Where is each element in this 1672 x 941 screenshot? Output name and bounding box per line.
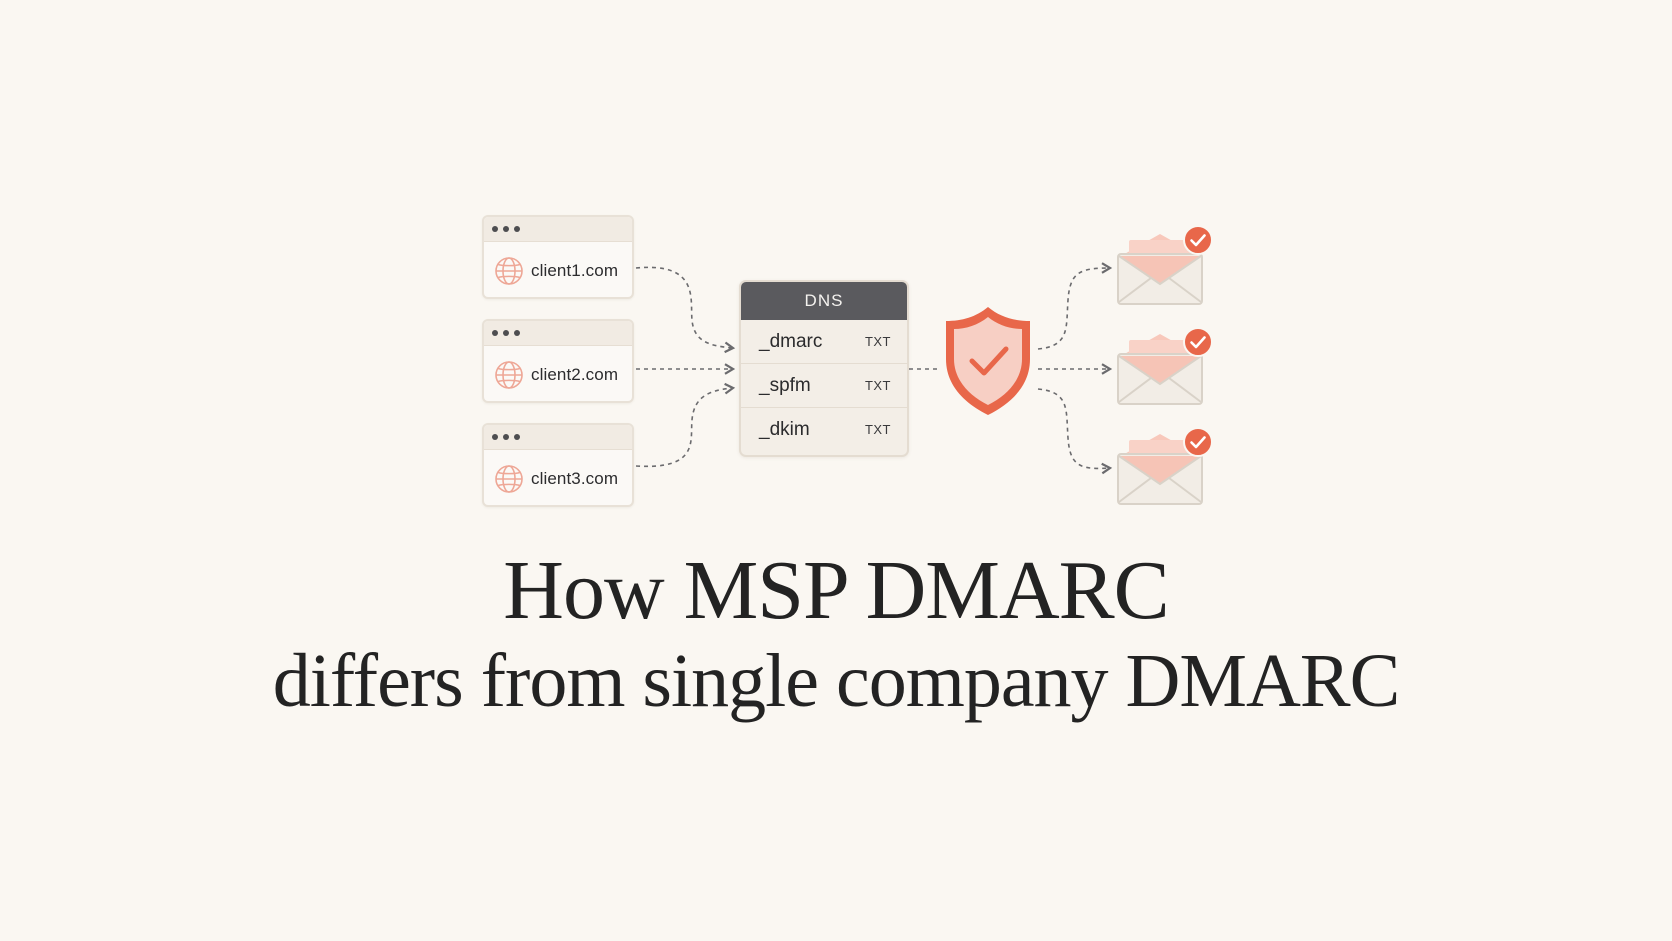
client-domain: client1.com (531, 261, 619, 280)
check-icon (1183, 427, 1213, 457)
window-dot (492, 330, 498, 336)
dns-record: _dkim TXT (741, 408, 907, 451)
window-dot (514, 434, 520, 440)
client-card-1: client1.com (482, 215, 634, 299)
window-dot (503, 434, 509, 440)
check-icon (1183, 327, 1213, 357)
globe-icon (495, 257, 523, 285)
window-titlebar (484, 217, 632, 242)
dns-record-type: TXT (864, 334, 891, 349)
connector-shield-envelope1 (1037, 262, 1113, 350)
headline: How MSP DMARC differs from single compan… (0, 545, 1672, 725)
window-dot (503, 226, 509, 232)
check-icon (1183, 225, 1213, 255)
dns-panel: DNS _dmarc TXT _spfm TXT _dkim TXT (739, 280, 909, 457)
connector-client1-dns (635, 266, 736, 354)
connector-client3-dns (635, 382, 736, 468)
client-domain: client3.com (531, 469, 619, 488)
dns-record-type: TXT (864, 378, 891, 393)
shield-check-icon (946, 307, 1030, 415)
headline-line-2: differs from single company DMARC (272, 639, 1401, 723)
headline-line-1: How MSP DMARC (503, 544, 1169, 637)
envelope-icon (1117, 234, 1203, 305)
dns-record: _spfm TXT (741, 364, 907, 408)
globe-icon (495, 361, 523, 389)
window-dot (492, 226, 498, 232)
window-titlebar (484, 425, 632, 450)
envelope-icon (1117, 434, 1203, 505)
globe-icon (495, 465, 523, 493)
window-dot (492, 434, 498, 440)
client-card-3: client3.com (482, 423, 634, 507)
envelope-icon (1117, 334, 1203, 405)
dns-record-name: _spfm (759, 374, 811, 396)
dns-record: _dmarc TXT (741, 320, 907, 364)
window-dot (503, 330, 509, 336)
dns-record-name: _dkim (759, 418, 810, 440)
window-dot (514, 330, 520, 336)
dns-panel-title: DNS (741, 282, 907, 320)
window-dot (514, 226, 520, 232)
connector-shield-envelope3 (1037, 388, 1113, 475)
client-domain: client2.com (531, 365, 619, 384)
dns-record-type: TXT (864, 422, 891, 437)
client-card-2: client2.com (482, 319, 634, 403)
window-titlebar (484, 321, 632, 346)
dns-record-name: _dmarc (759, 330, 823, 352)
